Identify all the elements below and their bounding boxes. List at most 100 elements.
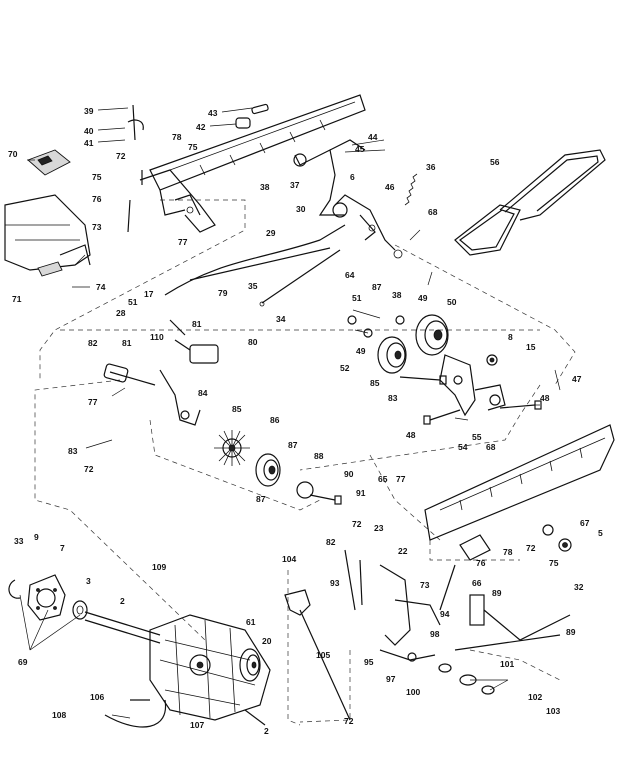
spring-36 <box>404 173 418 206</box>
callout-79: 79 <box>218 288 228 298</box>
callout-83: 83 <box>388 393 398 403</box>
bracket-104 <box>284 589 351 721</box>
callout-86: 86 <box>270 415 280 425</box>
bellcrank-6 <box>332 194 403 259</box>
control-rod-29 <box>164 224 346 296</box>
callout-88: 88 <box>314 451 324 461</box>
callout-68: 68 <box>486 442 496 452</box>
callout-83: 83 <box>68 446 78 456</box>
assembly-outlines <box>34 199 576 726</box>
callout-100: 100 <box>406 687 420 697</box>
pedal-bracket-66 <box>454 594 571 651</box>
callout-8: 8 <box>508 332 513 342</box>
callout-78: 78 <box>503 547 513 557</box>
callout-36: 36 <box>426 162 436 172</box>
callout-2: 2 <box>120 596 125 606</box>
callout-73: 73 <box>92 222 102 232</box>
callout-39: 39 <box>84 106 94 116</box>
callout-15: 15 <box>526 342 536 352</box>
callout-87: 87 <box>288 440 298 450</box>
callout-48: 48 <box>406 430 416 440</box>
callout-110: 110 <box>150 332 164 342</box>
pulley-52 <box>377 336 407 374</box>
callout-17: 17 <box>144 289 154 299</box>
callout-75: 75 <box>92 172 102 182</box>
callout-101: 101 <box>500 659 514 669</box>
callout-40: 40 <box>84 126 94 136</box>
callout-51: 51 <box>352 293 362 303</box>
callout-30: 30 <box>296 204 306 214</box>
callout-28: 28 <box>116 308 126 318</box>
callout-66: 66 <box>472 578 482 588</box>
callout-23: 23 <box>374 523 384 533</box>
callout-46: 46 <box>385 182 395 192</box>
callout-97: 97 <box>386 674 396 684</box>
callout-6: 6 <box>350 172 355 182</box>
callout-89: 89 <box>566 627 576 637</box>
callout-74: 74 <box>96 282 106 292</box>
pedal-pad-101 <box>438 663 495 695</box>
axle-shaft <box>84 611 161 644</box>
callout-72: 72 <box>84 464 94 474</box>
callout-49: 49 <box>356 346 366 356</box>
rod-82-93 <box>344 549 363 611</box>
bracket-80 <box>169 319 219 364</box>
callout-7: 7 <box>60 543 65 553</box>
callout-20: 20 <box>262 636 272 646</box>
callout-9: 9 <box>34 532 39 542</box>
callout-87: 87 <box>256 494 266 504</box>
callout-64: 64 <box>345 270 355 280</box>
callout-103: 103 <box>546 706 560 716</box>
callout-73: 73 <box>420 580 430 590</box>
callout-48: 48 <box>540 393 550 403</box>
callout-37: 37 <box>290 180 300 190</box>
callout-104: 104 <box>282 554 296 564</box>
callout-109: 109 <box>152 562 166 572</box>
body-panel <box>4 194 91 277</box>
bracket-assembly-77 <box>127 169 216 233</box>
washers-49-51 <box>347 315 498 366</box>
bolts-48-85 <box>399 375 542 425</box>
callout-35: 35 <box>248 281 258 291</box>
callout-94: 94 <box>440 609 450 619</box>
callout-50: 50 <box>447 297 457 307</box>
callout-80: 80 <box>248 337 258 347</box>
callout-54: 54 <box>458 442 468 452</box>
callout-90: 90 <box>344 469 354 479</box>
callout-72: 72 <box>526 543 536 553</box>
callout-81: 81 <box>122 338 132 348</box>
transaxle <box>149 614 271 721</box>
callout-42: 42 <box>196 122 206 132</box>
callout-67: 67 <box>580 518 590 528</box>
callout-65: 65 <box>378 474 388 484</box>
callout-61: 61 <box>246 617 256 627</box>
callout-106: 106 <box>90 692 104 702</box>
pedal-arm-22 <box>379 564 441 662</box>
callout-51: 51 <box>128 297 138 307</box>
callout-93: 93 <box>330 578 340 588</box>
rail-hardware-67-5 <box>439 524 572 611</box>
callout-55: 55 <box>472 432 482 442</box>
pulley-61 <box>239 648 261 682</box>
callout-84: 84 <box>198 388 208 398</box>
callout-72: 72 <box>116 151 126 161</box>
callout-72: 72 <box>344 716 354 726</box>
callout-56: 56 <box>490 157 500 167</box>
callout-52: 52 <box>340 363 350 373</box>
callout-77: 77 <box>178 237 188 247</box>
wheel-hub-7 <box>27 574 66 621</box>
callout-78: 78 <box>172 132 182 142</box>
callout-81: 81 <box>192 319 202 329</box>
callout-43: 43 <box>208 108 218 118</box>
leader-lines <box>19 107 561 719</box>
callout-29: 29 <box>266 228 276 238</box>
pulley-88 <box>255 453 281 487</box>
frame-rail-top <box>149 94 366 216</box>
pulley-50 <box>415 314 449 356</box>
callout-108: 108 <box>52 710 66 720</box>
transmission-rod-82 <box>103 363 156 386</box>
pin-43-42 <box>235 103 269 129</box>
callout-82: 82 <box>326 537 336 547</box>
